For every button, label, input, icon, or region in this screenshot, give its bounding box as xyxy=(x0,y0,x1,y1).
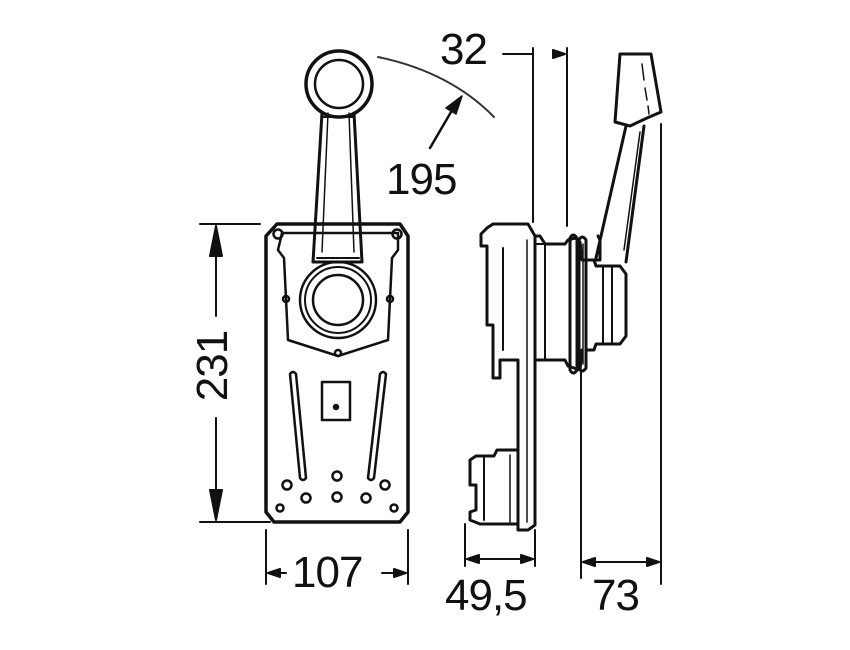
hub-middle-ring xyxy=(304,266,372,334)
base-plate xyxy=(264,222,410,524)
front-view xyxy=(264,49,410,524)
swing-arc-dimension xyxy=(377,56,495,150)
screw xyxy=(385,294,395,304)
shield-plate xyxy=(276,231,400,358)
housing xyxy=(533,234,602,372)
lever-arm xyxy=(311,111,364,264)
side-plate xyxy=(479,222,537,532)
lever-knob-inner xyxy=(313,58,365,110)
dimension-label-hub-offset: 32 xyxy=(440,25,488,74)
screw xyxy=(391,228,403,240)
flange xyxy=(568,233,579,375)
dimension-label-width: 107 xyxy=(292,548,363,597)
side-lever-arm xyxy=(594,124,646,264)
lever-knob-outer xyxy=(304,49,374,119)
screw xyxy=(272,228,284,240)
slot-right xyxy=(366,370,388,482)
total-depth-dimension xyxy=(580,123,662,585)
dimension-label-height: 231 xyxy=(188,330,238,402)
slot-left xyxy=(288,370,308,482)
hub-cylinder xyxy=(584,258,628,352)
hub-outer-ring xyxy=(298,260,378,340)
handle-grip xyxy=(613,52,663,128)
hub-inner-ring xyxy=(311,273,365,327)
side-view xyxy=(468,52,663,532)
height-dimension xyxy=(199,223,271,523)
screw xyxy=(281,294,291,304)
screw xyxy=(333,348,343,358)
hub-offset-dimension xyxy=(502,47,568,227)
base-depth-dimension xyxy=(464,523,536,567)
center-cutout xyxy=(320,380,352,422)
dimension-label-lever-swing: 195 xyxy=(386,155,457,204)
dimension-label-total-depth: 73 xyxy=(592,571,640,620)
dimension-label-base-depth: 49,5 xyxy=(445,571,528,620)
width-dimension xyxy=(265,529,409,585)
lower-bracket xyxy=(468,448,520,526)
